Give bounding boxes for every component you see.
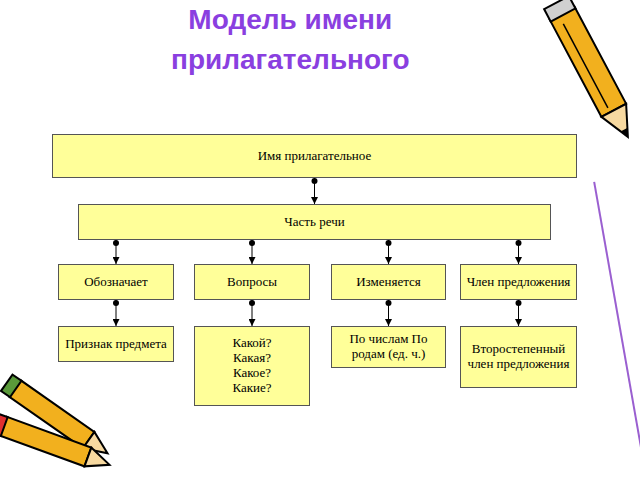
arrow-connector (312, 178, 318, 204)
box-label: По числам По родам (ед. ч.) (337, 332, 440, 362)
arrow-connector (249, 300, 255, 326)
box-label: Второстепенный член предложения (466, 342, 571, 372)
arrow-connector (516, 300, 522, 326)
arrow-connector (113, 300, 119, 326)
concept-box: Член предложения (460, 264, 577, 300)
concept-box: Часть речи (78, 204, 551, 240)
box-label: Часть речи (284, 215, 344, 230)
concept-box: Имя прилагательное (52, 134, 577, 178)
box-label: Изменяется (356, 275, 421, 290)
diagram-title: Модель имени прилагательного (171, 0, 410, 80)
concept-box: Признак предмета (58, 326, 174, 362)
box-label: Обозначает (84, 275, 148, 290)
concept-box: Второстепенный член предложения (460, 326, 577, 388)
concept-box: Изменяется (331, 264, 446, 300)
arrow-connector (516, 240, 522, 264)
box-label: Признак предмета (65, 337, 167, 352)
box-label: Имя прилагательное (258, 149, 372, 164)
concept-box: Обозначает (58, 264, 174, 300)
arrow-connector (249, 240, 255, 264)
box-label: Вопросы (227, 275, 277, 290)
concept-box: Какой? Какая? Какое? Какие? (194, 326, 310, 406)
arrow-connector (113, 240, 119, 264)
concept-box: По числам По родам (ед. ч.) (331, 326, 446, 368)
concept-box: Вопросы (194, 264, 310, 300)
box-label: Какой? Какая? Какое? Какие? (232, 336, 271, 396)
arrow-connector (386, 240, 392, 264)
box-label: Член предложения (467, 275, 571, 290)
arrow-connector (386, 300, 392, 326)
